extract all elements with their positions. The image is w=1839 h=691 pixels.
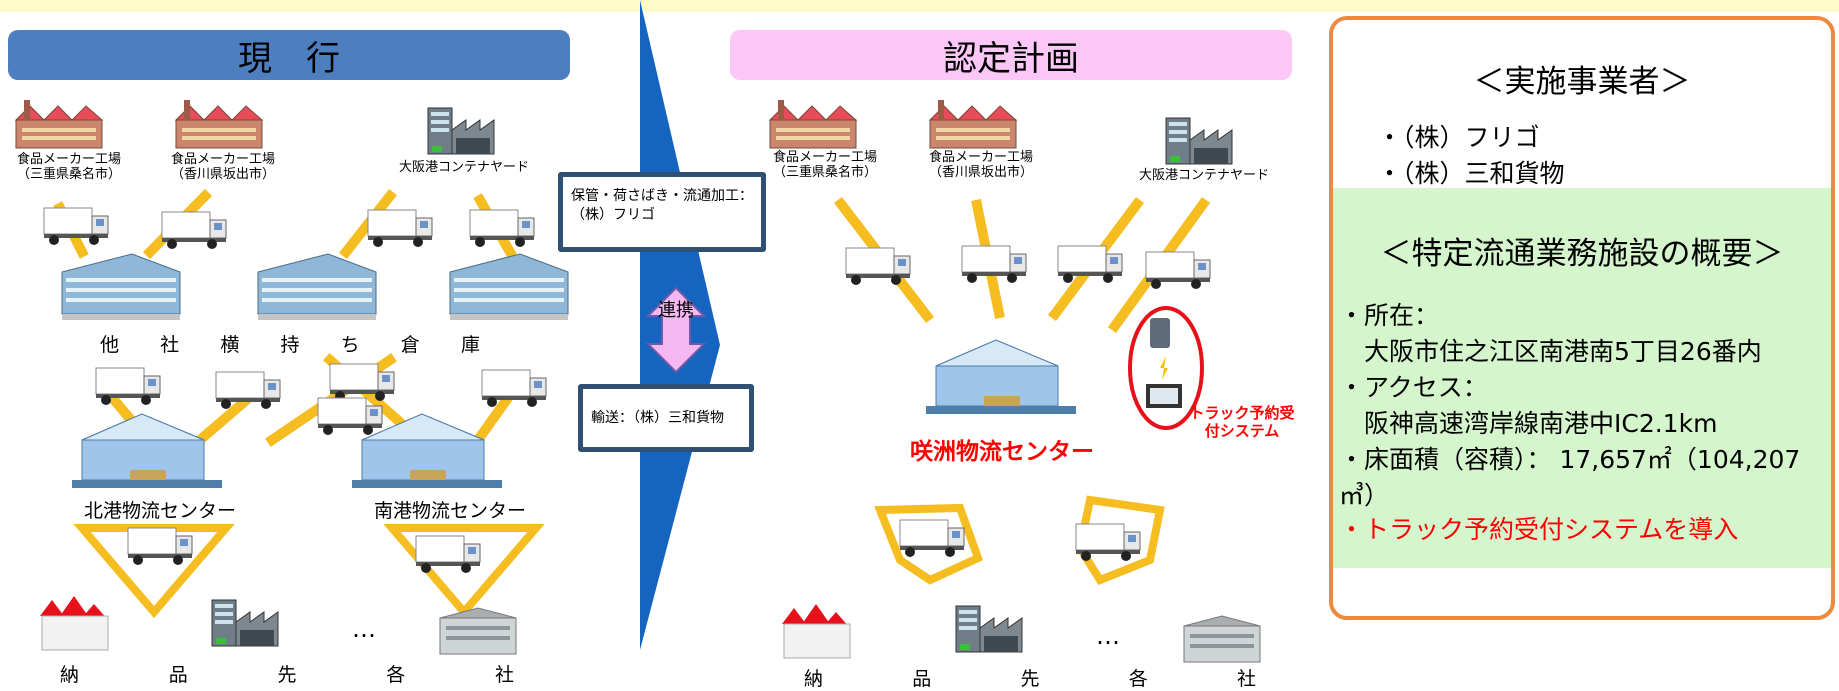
south-center-label: 南港物流センター (374, 500, 527, 522)
truck-icon (161, 211, 227, 250)
container-yard-icon (427, 107, 495, 155)
warehouse-icon (449, 253, 569, 321)
cycle-arrow (874, 503, 984, 585)
top-banner-strip (0, 0, 1839, 12)
plan-destinations-label: 納 品 先 各 社 (804, 668, 1256, 690)
smartphone-icon (1150, 318, 1170, 348)
facility-item: ㎥） (1339, 481, 1390, 510)
facility-item: 大阪市住之江区南港南5丁目26番内 (1339, 337, 1762, 366)
plan-yard-label: 大阪港コンテナヤード (1138, 168, 1269, 183)
current-yard-label: 大阪港コンテナヤード (398, 160, 529, 175)
plan-header: 認定計画 (730, 30, 1292, 80)
factory-icon (769, 99, 857, 149)
truck-system-icon (1128, 306, 1204, 430)
current-header: 現 行 (8, 30, 570, 80)
truck-icon (845, 247, 911, 286)
operators-heading: ＜実施事業者＞ (1473, 64, 1691, 100)
current-fan-trucks (127, 527, 481, 574)
factory-icon (929, 99, 1017, 149)
sakishima-center-icon (925, 339, 1077, 415)
current-sources (15, 99, 495, 155)
plan-fan-trucks (899, 519, 1141, 562)
arrow-line (471, 388, 517, 447)
current-ellipsis: … (352, 615, 376, 643)
factory-icon (15, 99, 103, 149)
warehouse-icon (257, 253, 377, 321)
facility-heading: ＜特定流通業務施設の概要＞ (1380, 236, 1784, 272)
sakishima-center-label: 咲洲物流センター (910, 439, 1094, 465)
plan-ellipsis: … (1096, 622, 1120, 650)
warehouse-icon (61, 253, 181, 321)
facility-item: ・床面積（容積）： 17,657㎡（104,207 (1339, 445, 1801, 474)
truck-icon (367, 209, 433, 248)
facility-item: ・アクセス： (1339, 373, 1488, 402)
operator-item: ・（株）フリゴ (1377, 123, 1540, 152)
north-center-icon (71, 413, 223, 489)
factory-icon (175, 99, 263, 149)
cooperation-label: 連携 (658, 300, 694, 321)
plan-factory1-label: 食品メーカー工場（三重県桑名市） (772, 150, 877, 180)
truck-reservation-system-label: トラック予約受付システム (1189, 404, 1295, 440)
operator-item: ・（株）三和貨物 (1377, 159, 1565, 188)
current-destinations-label: 納 品 先 各 社 (60, 664, 514, 686)
destination-house-icon (39, 595, 109, 651)
truck-icon (1057, 245, 1123, 284)
destination-building-icon (439, 607, 517, 655)
facility-overview-section (1333, 188, 1831, 568)
current-factory1-label: 食品メーカー工場（三重県桑名市） (16, 152, 121, 182)
process-box-storage: 保管・荷さばき・流通加工：（株）フリゴ (558, 172, 766, 252)
destination-house-icon (781, 603, 851, 659)
truck-icon (127, 527, 193, 566)
info-panel: ＜実施事業者＞ ・（株）フリゴ ・（株）三和貨物 ＜特定流通業務施設の概要＞ ・… (1329, 16, 1835, 620)
truck-icon (481, 369, 547, 408)
facility-highlight: ・トラック予約受付システムを導入 (1339, 515, 1739, 544)
lightning-icon (1160, 356, 1168, 380)
truck-icon (1145, 251, 1211, 290)
current-destinations (39, 595, 517, 655)
truck-icon (415, 535, 481, 574)
container-yard-icon (1165, 117, 1233, 165)
facility-item: ・所在： (1339, 301, 1440, 330)
destination-building-icon (1183, 615, 1261, 663)
current-factory2-label: 食品メーカー工場（香川県坂出市） (170, 152, 275, 182)
highlight-circle (1128, 306, 1204, 430)
truck-icon (95, 367, 161, 406)
current-warehouses (61, 253, 569, 321)
truck-icon (899, 519, 965, 558)
process-box-transport: 輸送：（株）三和貨物 (578, 384, 754, 452)
plan-destinations (781, 603, 1261, 663)
other-warehouse-label: 他 社 横 持 ち 倉 庫 (100, 334, 480, 356)
truck-icon (1075, 523, 1141, 562)
cooperation-arrow-icon (645, 286, 707, 374)
destination-factory-icon (211, 599, 279, 647)
destination-factory-icon (955, 605, 1023, 653)
north-center-label: 北港物流センター (84, 500, 237, 522)
plan-factory2-label: 食品メーカー工場（香川県坂出市） (928, 150, 1033, 180)
facility-item: 阪神高速湾岸線南港中IC2.1km (1339, 409, 1718, 438)
